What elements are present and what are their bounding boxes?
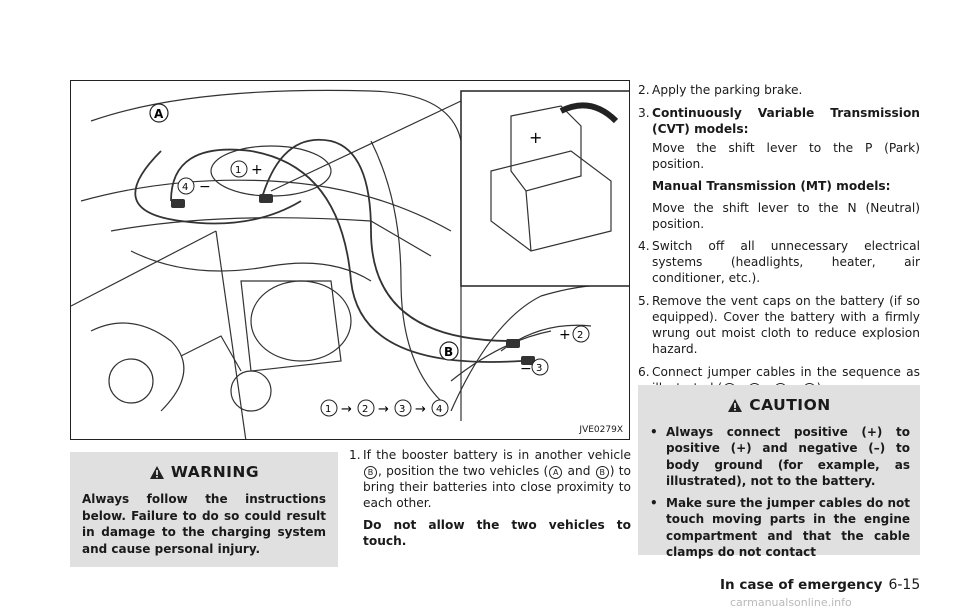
step-1-callout-b: B [364,466,377,479]
step-6-number: 6. [638,365,650,379]
jump-start-illustration: + A 4 − 1 + B + 2 − 3 1 → 2 → 3 → [70,80,630,440]
step-3-text-2: Move the shift lever to the N (Neutral) … [652,201,920,231]
watermark: carmanualsonline.info [730,596,852,609]
cable-negative [134,150,302,225]
callout-b: B [444,345,453,359]
caution-bullet-2: • Make sure the jumper cables do not tou… [650,495,910,560]
step-3-number: 3. [638,106,650,120]
step-2-text: Apply the parking brake. [652,83,803,97]
warning-header: WARNING [70,452,338,481]
caution-bullet-1-dot: • [650,425,658,439]
step-3-title-2: Manual Transmission (MT) models: [652,179,891,193]
step-1-number: 1. [349,448,361,462]
steps-column-right: 2. Apply the parking brake. 3. Continuou… [638,82,920,403]
seq-arrow-1: → [341,402,352,417]
warning-triangle-icon [149,465,164,479]
step-4-text: Switch off all unnecessary electrical sy… [652,239,920,285]
step-3-text: Move the shift lever to the P (Park) pos… [652,141,920,171]
warning-text: Always follow the instructions below. Fa… [82,492,326,556]
callout-minus-top: − [199,179,211,195]
seq-arrow-3: → [415,402,426,417]
callout-2-b: 2 [577,330,583,341]
step-1: 1. If the booster battery is in another … [349,447,631,549]
step-2-number: 2. [638,83,650,97]
caution-header: CAUTION [638,385,920,414]
footer-section: In case of emergency [720,577,883,593]
callout-a: A [154,107,164,121]
caution-bullet-1: • Always connect positive (+) to positiv… [650,424,910,489]
footer-page-number: 6-15 [888,577,921,593]
callout-1-top: 1 [235,165,241,176]
caution-bullet-2-text: Make sure the jumper cables do not touch… [666,496,910,560]
callout-4-top: 4 [182,182,188,193]
callout-plus-b: + [559,327,571,343]
step-1-callout-a: A [549,466,563,479]
callout-a-circle [149,103,169,123]
steps-column-left: 1. If the booster battery is in another … [349,447,631,556]
step-1-note: Do not allow the two vehicles to touch. [363,518,631,548]
caution-box: CAUTION • Always connect positive (+) to… [638,385,920,559]
seq-2: 2 [362,404,368,415]
step-1-text-c: and [567,464,591,478]
step-3: 3. Continuously Variable Transmission (C… [638,105,920,137]
seq-1: 1 [325,404,331,415]
inset-plus-sign: + [529,128,542,147]
caution-title: CAUTION [749,396,831,414]
callout-plus-top: + [251,162,263,178]
jump-start-drawing: + A 4 − 1 + B + 2 − 3 1 → 2 → 3 → [71,89,629,439]
sequence-legend: 1 → 2 → 3 → 4 [320,399,449,417]
step-4: 4. Switch off all unnecessary electrical… [638,238,920,286]
figure-caption: JVE0279X [579,425,623,435]
caution-bullet-2-dot: • [650,496,658,511]
step-5: 5. Remove the vent caps on the battery (… [638,293,920,357]
callout-b-circle [439,341,459,361]
seq-3: 3 [399,404,405,415]
step-1-text-a: If the booster battery is in another veh… [363,448,631,462]
page-footer: In case of emergency 6-15 [720,577,920,593]
seq-4: 4 [436,404,442,415]
battery-cover-drawing [490,105,612,252]
step-5-number: 5. [638,294,650,308]
cable-positive [260,138,512,342]
step-2: 2. Apply the parking brake. [638,82,920,98]
seq-arrow-2: → [378,402,389,417]
vehicle-a-outline [90,89,462,142]
caution-bullet-1-text: Always connect positive (+) to positive … [666,425,910,488]
step-1-text-b: , position the two vehicles ( [378,464,549,478]
warning-box: WARNING Always follow the instructions b… [70,452,338,567]
vehicle-b-outline [450,284,629,412]
step-1-text-d: ) to bring their batteries into close pr… [363,464,632,510]
step-3-title: Continuously Variable Transmission (CVT)… [652,106,920,136]
step-1-callout-b2: B [595,466,609,479]
open-arrow [559,102,619,124]
step-5-text: Remove the vent caps on the battery (if … [652,294,920,356]
callout-minus-b: − [520,361,532,377]
step-4-number: 4. [638,239,650,253]
callout-3-b: 3 [536,363,542,374]
warning-title: WARNING [170,463,260,481]
caution-triangle-icon [728,398,743,412]
